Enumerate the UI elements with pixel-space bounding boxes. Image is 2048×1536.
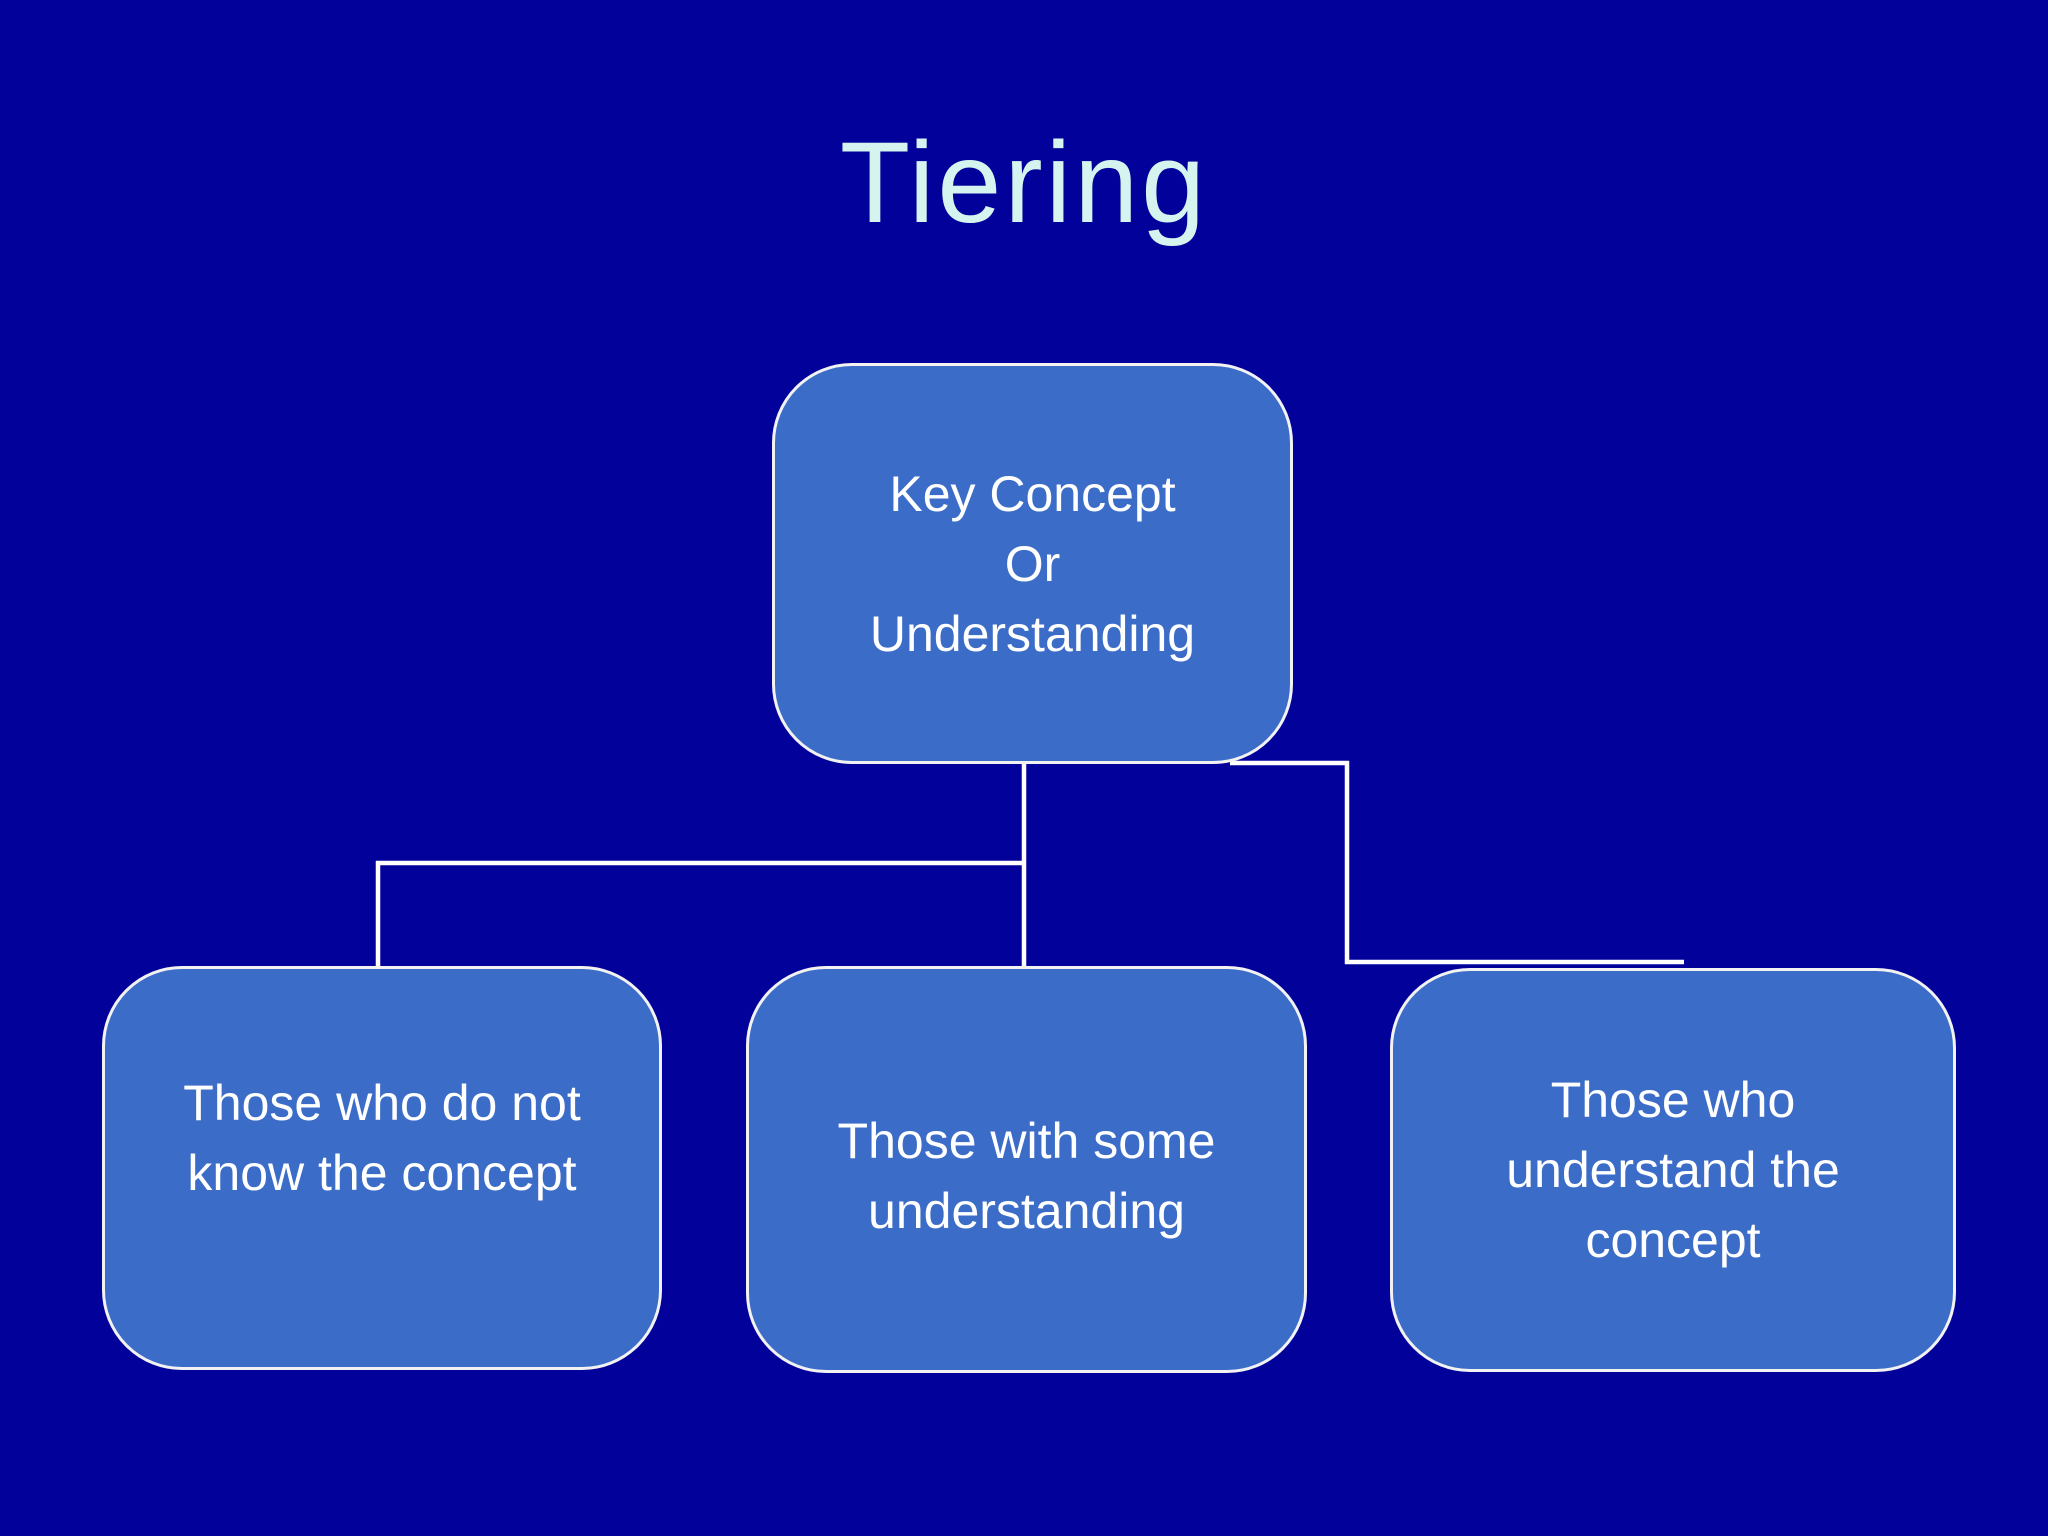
node-understand-concept: Those who understand the concept xyxy=(1390,968,1956,1372)
node-some-understanding: Those with some understanding xyxy=(746,966,1307,1373)
node-some-understanding-label: Those with some understanding xyxy=(837,1112,1216,1239)
slide-title: Tiering xyxy=(839,119,1209,247)
node-key-concept: Key Concept Or Understanding xyxy=(772,363,1293,764)
node-do-not-know-concept-label: Those who do not know the concept xyxy=(183,1075,581,1201)
node-understand-concept-label: Those who understand the concept xyxy=(1506,1072,1840,1268)
node-key-concept-label: Key Concept Or Understanding xyxy=(869,465,1196,662)
node-do-not-know-concept: Those who do not know the concept xyxy=(102,966,662,1370)
